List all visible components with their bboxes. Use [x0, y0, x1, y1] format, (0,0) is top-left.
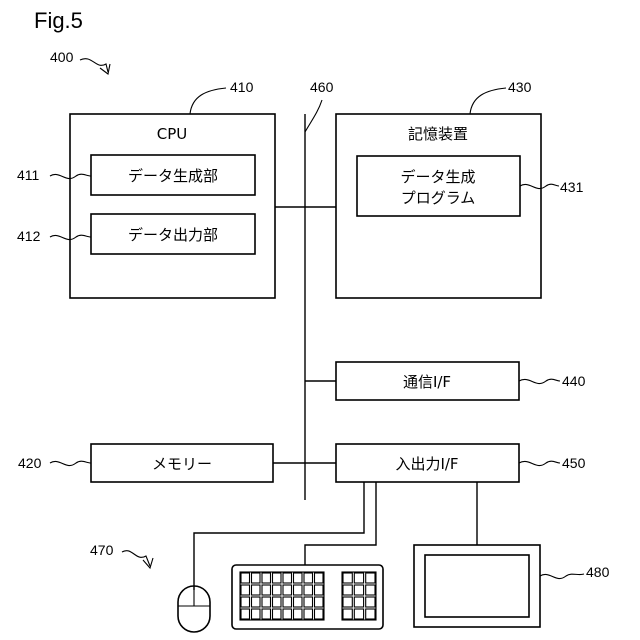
keyboard-numpad-key: [354, 609, 363, 619]
keyboard-numpad-key: [343, 609, 352, 619]
keyboard-main-key: [315, 585, 324, 595]
keyboard-main-key: [241, 585, 250, 595]
keyboard-cable: [305, 482, 376, 565]
keyboard-main-key: [283, 597, 292, 607]
ref-comm-if: 440: [562, 373, 586, 389]
keyboard-main-key: [262, 573, 271, 583]
keyboard-main-key: [294, 609, 303, 619]
ref-memory-leader: [50, 461, 91, 465]
keyboard-main-key: [262, 597, 271, 607]
keyboard-main-key: [252, 585, 261, 595]
display-icon: [414, 545, 540, 627]
keyboard-numpad-key: [354, 573, 363, 583]
ref-comm-if-leader: [519, 379, 560, 383]
keyboard-main-key: [273, 597, 282, 607]
keyboard-main-key: [262, 609, 271, 619]
program-box: [357, 156, 520, 216]
ref-bus-leader: [305, 100, 322, 132]
mouse-cable: [194, 482, 364, 590]
ref-cpu: 410: [230, 79, 254, 95]
keyboard-main-key: [262, 585, 271, 595]
keyboard-main-key: [315, 609, 324, 619]
keyboard-icon: [232, 565, 383, 629]
keyboard-main-key: [294, 597, 303, 607]
keyboard-main-key: [252, 573, 261, 583]
ref-data-out-unit: 412: [17, 228, 41, 244]
keyboard-main-key: [252, 597, 261, 607]
ref-program-leader: [520, 184, 559, 188]
program-label-line1: データ生成: [400, 168, 475, 186]
keyboard-main-key: [304, 597, 313, 607]
mouse-icon: [178, 586, 210, 632]
keyboard-main-key: [304, 573, 313, 583]
keyboard-main-key: [304, 609, 313, 619]
keyboard-main-key: [273, 585, 282, 595]
keyboard-main-key: [241, 597, 250, 607]
ref-system-leader: [80, 59, 108, 72]
keyboard-main-key: [252, 609, 261, 619]
ref-system: 400: [50, 49, 74, 65]
ref-display: 480: [586, 564, 610, 580]
ref-input-devices-arrowhead: [143, 558, 153, 568]
keyboard-main-key: [315, 597, 324, 607]
keyboard-numpad-key: [366, 573, 375, 583]
keyboard-main-key: [273, 609, 282, 619]
keyboard-numpad-key: [366, 597, 375, 607]
keyboard-main-key: [294, 585, 303, 595]
keyboard-main-key: [241, 609, 250, 619]
cpu-label: CPU: [157, 125, 188, 143]
keyboard-main-key: [315, 573, 324, 583]
keyboard-numpad-key: [354, 585, 363, 595]
ref-io-if-leader: [519, 461, 560, 465]
keyboard-main-key: [273, 573, 282, 583]
memory-label: メモリー: [152, 455, 212, 473]
ref-program: 431: [560, 179, 584, 195]
ref-cpu-leader: [190, 88, 226, 114]
keyboard-numpad-key: [354, 597, 363, 607]
storage-label: 記憶装置: [408, 125, 468, 143]
ref-data-gen-unit: 411: [17, 167, 40, 183]
ref-display-leader: [540, 574, 584, 579]
keyboard-numpad-key: [343, 585, 352, 595]
ref-bus: 460: [310, 79, 334, 95]
ref-memory: 420: [18, 455, 42, 471]
keyboard-main-key: [294, 573, 303, 583]
io-if-label: 入出力I/F: [395, 455, 458, 473]
comm-if-label: 通信I/F: [403, 373, 451, 391]
data-gen-unit-label: データ生成部: [128, 167, 218, 185]
keyboard-main-key: [283, 609, 292, 619]
keyboard-numpad-key: [366, 585, 375, 595]
keyboard-main-key: [283, 573, 292, 583]
keyboard-numpad-key: [343, 573, 352, 583]
keyboard-main-key: [283, 585, 292, 595]
keyboard-numpad-key: [343, 597, 352, 607]
ref-storage: 430: [508, 79, 532, 95]
keyboard-main-key: [304, 585, 313, 595]
ref-storage-leader: [470, 88, 506, 114]
program-label-line2: プログラム: [401, 189, 476, 207]
keyboard-numpad-key: [366, 609, 375, 619]
ref-io-if: 450: [562, 455, 586, 471]
ref-input-devices: 470: [90, 542, 114, 558]
keyboard-main-key: [241, 573, 250, 583]
data-out-unit-label: データ出力部: [128, 226, 218, 244]
figure-title: Fig.5: [34, 8, 83, 33]
